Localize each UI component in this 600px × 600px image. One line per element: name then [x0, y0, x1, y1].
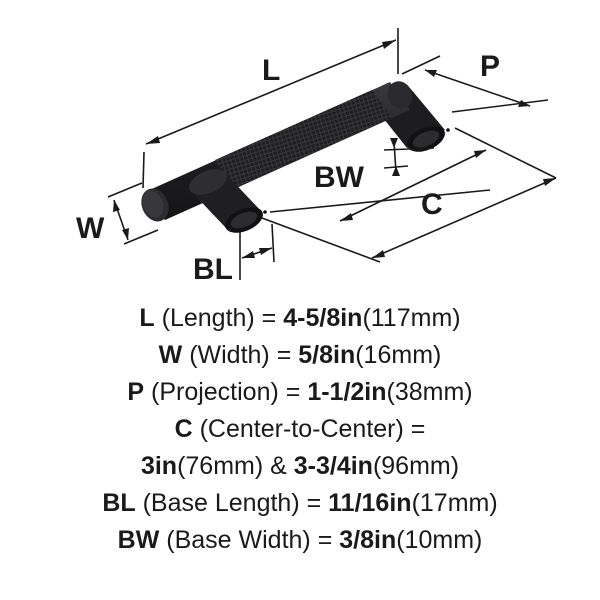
- spec-center-to-center: C (Center-to-Center) =: [175, 411, 426, 448]
- spec-length: L (Length) = 4-5/8in(117mm): [139, 300, 460, 337]
- spec-code: W: [158, 341, 183, 369]
- spec-code: L: [139, 304, 155, 332]
- spec-name: (Projection) =: [151, 378, 308, 406]
- spec-imperial: 3in: [140, 452, 178, 480]
- spec-code: C: [174, 415, 193, 443]
- spec-projection: P (Projection) = 1-1/2in(38mm): [127, 374, 472, 411]
- spec-metric: (38mm): [386, 378, 473, 406]
- spec-metric: (10mm): [396, 526, 483, 554]
- spec-imperial: 1-1/2in: [307, 378, 387, 406]
- label-C: C: [421, 188, 443, 221]
- dimension-diagram: L P W BW C BL: [76, 28, 557, 286]
- label-L: L: [262, 54, 280, 87]
- spec-imperial: 3/8in: [339, 526, 397, 554]
- spec-metric: (16mm): [355, 341, 442, 369]
- spec-metric: (76mm) &: [177, 452, 294, 480]
- spec-imperial: 4-5/8in: [283, 304, 363, 332]
- cabinet-pull: [141, 81, 450, 233]
- left-post: [189, 169, 263, 233]
- label-W: W: [76, 212, 105, 245]
- specification-list: L (Length) = 4-5/8in(117mm) W (Width) = …: [0, 300, 600, 585]
- spec-imperial: 5/8in: [298, 341, 356, 369]
- spec-metric: (117mm): [362, 304, 461, 332]
- spec-imperial-alt: 3-3/4in: [293, 452, 373, 480]
- spec-name: (Base Length) =: [142, 489, 329, 517]
- label-P: P: [480, 50, 500, 83]
- spec-center-to-center-values: 3in(76mm) & 3-3/4in(96mm): [141, 448, 459, 485]
- spec-name: (Width) =: [189, 341, 299, 369]
- dimension-arrows: [113, 40, 556, 258]
- spec-code: P: [127, 378, 145, 406]
- spec-metric-alt: (96mm): [372, 452, 460, 480]
- spec-width: W (Width) = 5/8in(16mm): [159, 337, 442, 374]
- spec-imperial: 11/16in: [328, 489, 412, 517]
- spec-name: (Length) =: [161, 304, 284, 332]
- spec-code: BL: [102, 489, 136, 517]
- spec-base-width: BW (Base Width) = 3/8in(10mm): [118, 522, 483, 559]
- spec-name: (Center-to-Center) =: [199, 415, 426, 443]
- spec-metric: (17mm): [411, 489, 498, 517]
- spec-code: BW: [117, 526, 160, 554]
- spec-name: (Base Width) =: [166, 526, 340, 554]
- label-BL: BL: [193, 253, 233, 286]
- label-BW: BW: [314, 161, 365, 194]
- spec-base-length: BL (Base Length) = 11/16in(17mm): [102, 485, 497, 522]
